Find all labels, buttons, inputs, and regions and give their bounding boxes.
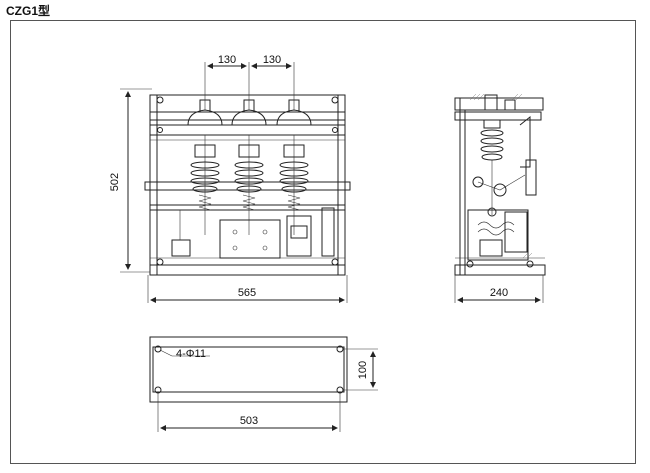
dimension-width: 565 xyxy=(238,287,256,299)
pole-2 xyxy=(231,99,267,235)
dimension-height: 502 xyxy=(109,173,121,191)
dimension-base-depth: 100 xyxy=(357,361,369,379)
dimension-pitch-right: 130 xyxy=(263,54,281,66)
dimension-base-width: 503 xyxy=(240,415,258,427)
terminal-block xyxy=(171,239,191,257)
drawing-title: CZG1型 xyxy=(6,4,51,18)
drawing-frame xyxy=(10,20,636,464)
dimension-depth: 240 xyxy=(490,287,508,299)
coil-box xyxy=(219,219,281,259)
pole-1 xyxy=(187,99,223,235)
front-view: 502 565 130 130 xyxy=(109,54,351,303)
dimension-pitch-left: 130 xyxy=(218,54,236,66)
base-view: 4-Φ11 100 503 xyxy=(149,336,378,432)
auxiliary-switch xyxy=(286,215,312,257)
hole-callout: 4-Φ11 xyxy=(176,348,206,360)
side-view: 240 xyxy=(454,93,546,303)
side-tube xyxy=(321,207,335,257)
